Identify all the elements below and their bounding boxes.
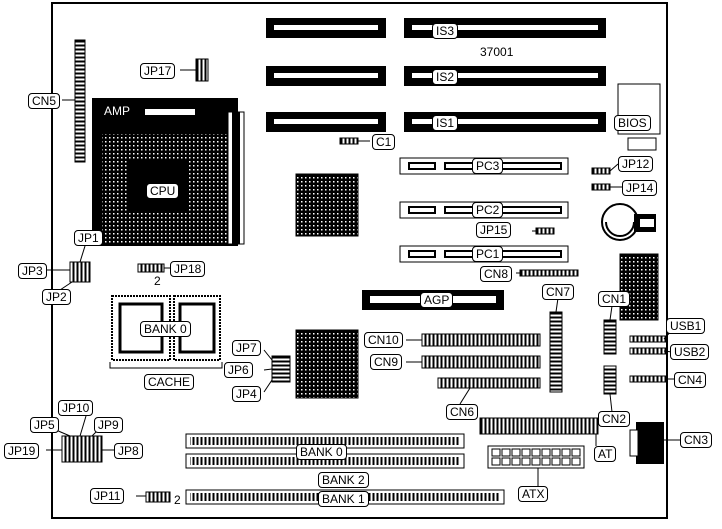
- pc3-label: PC3: [472, 158, 504, 174]
- jp3-label: JP3: [18, 263, 47, 279]
- jp18-pin-mark: 2: [154, 274, 161, 288]
- is1-label: IS1: [432, 115, 459, 131]
- jp15-label: JP15: [476, 222, 512, 238]
- cn6-header: [437, 377, 541, 389]
- cn6-label: CN6: [446, 404, 479, 420]
- cn9-label: CN9: [370, 354, 403, 370]
- jp7-label: JP7: [232, 340, 261, 356]
- is2-label: IS2: [432, 69, 459, 85]
- bank2-label: BANK 2: [318, 472, 369, 488]
- jp10-label: JP10: [58, 400, 94, 416]
- cn3-label: CN3: [680, 432, 713, 448]
- jp5-label: JP5: [30, 417, 59, 433]
- cn4-label: CN4: [674, 372, 707, 388]
- jp6-label: JP6: [224, 362, 253, 378]
- usb2-label: USB2: [670, 344, 710, 360]
- cn7-label: CN7: [542, 284, 575, 300]
- part-number: 37001: [480, 45, 514, 59]
- bank0-label: BANK 0: [296, 444, 347, 460]
- cn3-connector: [636, 422, 664, 464]
- cn5-connector: [74, 39, 86, 163]
- cache-label: CACHE: [144, 374, 195, 390]
- battery: [601, 203, 639, 241]
- cn8-connector: [519, 269, 579, 277]
- cn1-header: [603, 319, 617, 355]
- cn2-label: CN2: [598, 411, 631, 427]
- cn1-label: CN1: [598, 291, 631, 307]
- jp9-label: JP9: [94, 417, 123, 433]
- jp12-label: JP12: [618, 156, 654, 172]
- isa-slots: [266, 18, 606, 132]
- jp19-label: JP19: [4, 443, 40, 459]
- agp-label: AGP: [420, 292, 454, 308]
- jp17-header: [195, 58, 209, 82]
- jp11-label: JP11: [90, 488, 125, 504]
- at-label: AT: [594, 446, 617, 462]
- jp11-pin-mark: 2: [174, 493, 181, 507]
- jp8-label: JP8: [114, 443, 143, 459]
- cn7-header: [549, 311, 563, 393]
- pc1-label: PC1: [472, 246, 504, 262]
- bank0-cache-label: BANK 0: [140, 321, 191, 337]
- io-chip: [619, 253, 659, 321]
- cn10-label: CN10: [364, 332, 403, 348]
- bios-label: BIOS: [614, 115, 651, 131]
- jp2-label: JP2: [42, 289, 71, 305]
- pc2-label: PC2: [472, 202, 504, 218]
- atx-label: ATX: [518, 486, 549, 502]
- cn5-label: CN5: [28, 93, 61, 109]
- cn8-label: CN8: [480, 266, 513, 282]
- at-power: [479, 417, 599, 435]
- is3-label: IS3: [432, 23, 459, 39]
- cpu-socket: [92, 98, 245, 246]
- jp17-label: JP17: [140, 63, 176, 79]
- jp14-label: JP14: [622, 180, 658, 196]
- jp1-label: JP1: [74, 230, 103, 246]
- c1-label: C1: [372, 134, 396, 150]
- bank1-label: BANK 1: [318, 491, 369, 507]
- amp-label: AMP: [104, 104, 131, 118]
- chipset-north: [295, 173, 359, 237]
- cn2-header: [603, 365, 617, 395]
- c1-part: [339, 137, 359, 145]
- cn10-header: [421, 333, 541, 347]
- jp4-label: JP4: [232, 386, 261, 402]
- cpu-label: CPU: [146, 183, 180, 199]
- cn9-header: [421, 355, 541, 369]
- chipset-south: [295, 329, 359, 399]
- jp18-label: JP18: [170, 261, 206, 277]
- usb1-label: USB1: [666, 318, 706, 334]
